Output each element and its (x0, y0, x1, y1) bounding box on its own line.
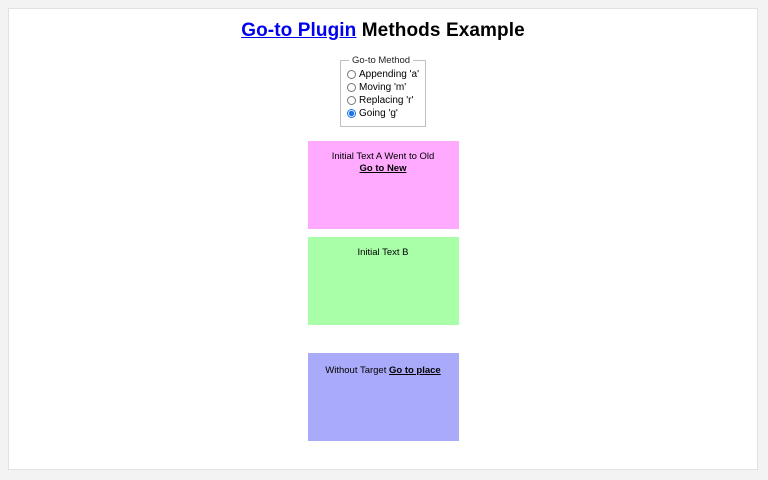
page-content-frame: Go-to Plugin Methods Example Go-to Metho… (8, 8, 758, 470)
radio-input-moving[interactable] (347, 83, 356, 92)
page-title-link[interactable]: Go-to Plugin (241, 20, 357, 41)
radio-input-appending[interactable] (347, 70, 356, 79)
radio-label-replacing: Replacing 'r' (359, 95, 414, 106)
radio-option-appending[interactable]: Appending 'a' (347, 69, 419, 80)
goto-method-legend: Go-to Method (352, 55, 411, 66)
radio-label-going: Going 'g' (359, 108, 398, 119)
target-box-c-text: Without Target (325, 365, 389, 376)
target-box-b: Initial Text B (307, 237, 459, 325)
radio-input-replacing[interactable] (347, 96, 356, 105)
radio-option-moving[interactable]: Moving 'm' (347, 82, 419, 93)
target-box-a-text: Initial Text A Went to Old (331, 151, 435, 162)
goto-place-link[interactable]: Go to place (388, 365, 441, 376)
radio-option-going[interactable]: Going 'g' (347, 108, 419, 119)
radio-label-moving: Moving 'm' (359, 82, 407, 93)
target-box-a: Initial Text A Went to Old Go to New (307, 141, 459, 229)
goto-method-fieldset: Go-to Method Appending 'a' Moving 'm' Re… (340, 55, 426, 127)
radio-input-going[interactable] (347, 109, 356, 118)
radio-label-appending: Appending 'a' (359, 69, 419, 80)
goto-new-link[interactable]: Go to New (359, 163, 407, 174)
target-box-c: Without Target Go to place (307, 353, 459, 441)
target-box-b-text: Initial Text B (357, 247, 409, 258)
page-title-rest: Methods Example (356, 20, 525, 41)
page-title: Go-to Plugin Methods Example (9, 9, 757, 42)
radio-option-replacing[interactable]: Replacing 'r' (347, 95, 419, 106)
